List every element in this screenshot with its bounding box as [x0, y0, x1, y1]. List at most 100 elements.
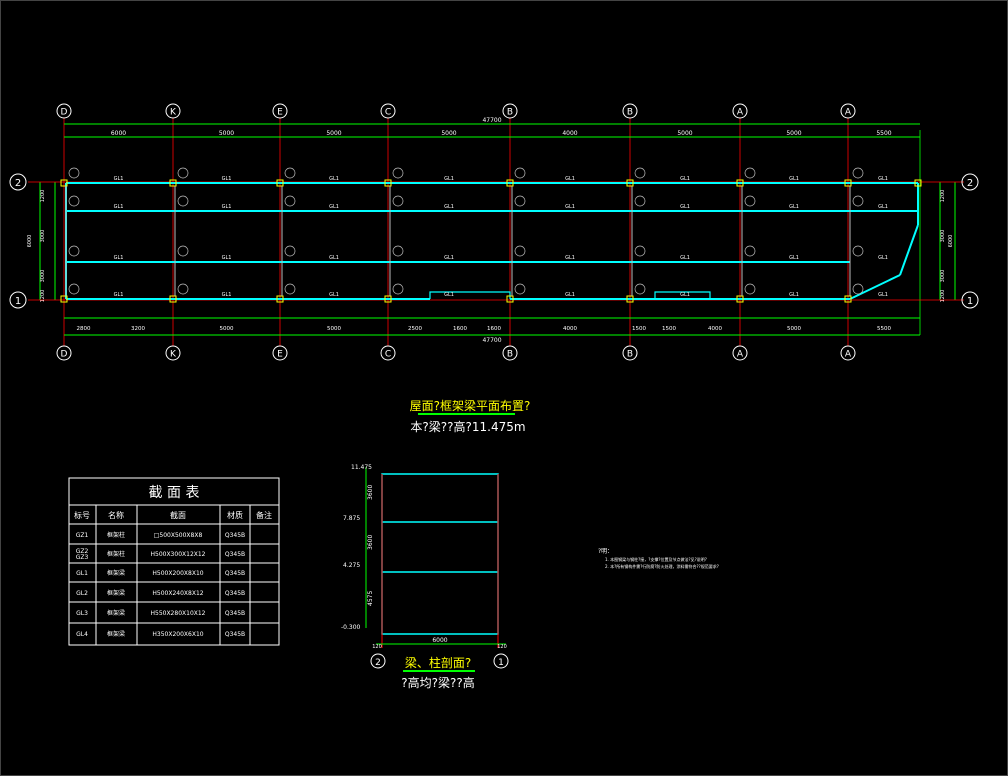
top-axis-bubble [380, 103, 396, 119]
bottom-axis-label: K [170, 350, 177, 360]
table-cell: Q345B [225, 590, 245, 597]
beam-tag-icon [177, 283, 189, 295]
beam-tag-icon [392, 167, 404, 179]
beam-tag-icon [634, 283, 646, 295]
beam-tag-icon [284, 195, 296, 207]
bottom-overall-dim: 47700 [482, 337, 501, 344]
section-table-title: 截 面 表 [149, 485, 200, 501]
beam-label: GL1 [565, 176, 575, 182]
beam-label: GL1 [680, 204, 690, 210]
top-span-label: 5000 [326, 130, 341, 137]
beam-label: GL1 [878, 292, 888, 298]
beam-tag-icon [852, 245, 864, 257]
beam-label: GL1 [444, 204, 454, 210]
top-dimension-lines [39, 123, 956, 336]
beam-label: GL1 [878, 255, 888, 261]
bottom-span-label: 1500 [632, 326, 646, 332]
bottom-span-label: 1600 [453, 326, 467, 332]
beam-label: GL1 [329, 176, 339, 182]
beam-tag-icon [514, 167, 526, 179]
beam-label: GL1 [789, 204, 799, 210]
beam-label: GL1 [329, 204, 339, 210]
bottom-span-label: 3200 [131, 326, 145, 332]
level-4: -0.300 [341, 624, 361, 631]
plan-subtitle: 本?梁??高?11.475m [410, 419, 525, 434]
column-marker [844, 179, 852, 187]
top-axis-label: B [507, 108, 513, 118]
side-dim: 1200 [940, 290, 946, 303]
beams [65, 182, 919, 300]
note-2: 2. 本?所有钢构件需?行防腐?防火处理，涂料需符合??规范要求? [605, 563, 719, 569]
top-axis-label: A [737, 108, 744, 118]
table-cell: Q345B [225, 570, 245, 577]
beam-tag-icon [514, 195, 526, 207]
section-axis-2: 2 [375, 658, 381, 668]
end-offset-right: 120 [497, 644, 507, 650]
level-1: 11.475 [351, 464, 372, 471]
table-cell: GL4 [76, 631, 88, 638]
section-span: 6000 [432, 637, 447, 644]
table-header-cell: 截面 [170, 510, 186, 520]
bottom-span-label: 1600 [487, 326, 501, 332]
beam-label: GL1 [680, 292, 690, 298]
beam-label: GL1 [565, 204, 575, 210]
bottom-axis-bubble [502, 345, 518, 361]
beam-label: GL1 [114, 292, 124, 298]
table-cell: 框架梁 [107, 609, 125, 617]
beam-tag-icon [852, 283, 864, 295]
row-axis-2-label-right: 2 [967, 178, 973, 189]
beam-label: GL1 [789, 255, 799, 261]
beam-tag-icon [634, 167, 646, 179]
column-marker [626, 179, 634, 187]
side-dim: 3000 [940, 270, 946, 283]
top-span-label: 5000 [219, 130, 234, 137]
column-marker [276, 295, 284, 303]
column-marker [626, 295, 634, 303]
beam-tag-icon [744, 195, 756, 207]
beam-label: GL1 [329, 292, 339, 298]
side-total: 6000 [27, 235, 33, 248]
beam-label: GL1 [114, 176, 124, 182]
top-span-label: 6000 [111, 130, 126, 137]
bottom-axis-label: B [627, 350, 633, 360]
beam-tag-icon [284, 245, 296, 257]
beam-label: GL1 [878, 176, 888, 182]
column-marker [276, 179, 284, 187]
beam-tag-icon [177, 195, 189, 207]
bottom-axis-label: C [385, 350, 391, 360]
beam-tag-icon [744, 283, 756, 295]
bottom-span-label: 2500 [408, 326, 422, 332]
beam-tag-icon [177, 245, 189, 257]
table-cell: H500X240X8X12 [152, 590, 203, 597]
table-cell: GZ1 [76, 532, 89, 539]
column-marker [736, 179, 744, 187]
bottom-span-label: 4000 [563, 326, 577, 332]
bottom-axis-label: E [277, 350, 283, 360]
top-span-label: 4000 [562, 130, 577, 137]
column-marker [914, 179, 922, 187]
bottom-span-label: 2800 [77, 326, 91, 332]
bottom-span-label: 4000 [708, 326, 722, 332]
table-cell: H500X200X8X10 [152, 570, 203, 577]
beam-label: GL1 [444, 255, 454, 261]
beam-label: GL1 [114, 255, 124, 261]
beam-tag-icon [68, 245, 80, 257]
table-cell: GL1 [76, 570, 88, 577]
top-span-label: 5000 [677, 130, 692, 137]
level-3: 4.275 [343, 562, 360, 569]
top-span-label: 5000 [786, 130, 801, 137]
row-axis-1-label: 1 [15, 296, 21, 307]
bottom-axis-bubble [56, 345, 72, 361]
table-cell: H500X300X12X12 [150, 551, 205, 558]
top-axis-bubble [840, 103, 856, 119]
beam-tag-icon [852, 167, 864, 179]
height-3: 4575 [367, 591, 374, 606]
beam-tag-icon [177, 167, 189, 179]
